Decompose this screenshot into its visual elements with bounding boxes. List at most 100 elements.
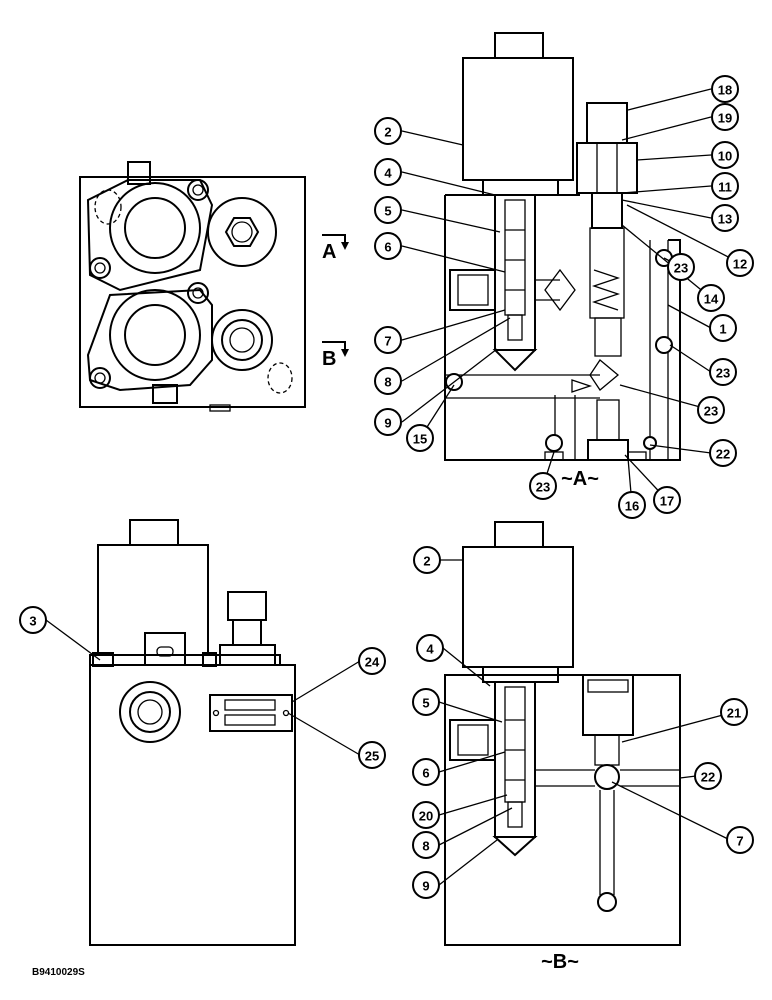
section-b-view: ~B~ — [444, 521, 681, 973]
callout-circle — [358, 741, 386, 769]
callout-16: 16 — [618, 491, 646, 519]
callout-number: 17 — [660, 494, 674, 509]
callout-number: 10 — [718, 149, 732, 164]
callout-number: 24 — [365, 655, 380, 670]
callout-circle — [711, 75, 739, 103]
callout-8: 8 — [412, 831, 440, 859]
callout-circle — [412, 801, 440, 829]
callout-circle — [19, 606, 47, 634]
callout-circle — [412, 688, 440, 716]
callout-number: 25 — [365, 749, 379, 764]
section-b-arrow: B — [322, 341, 349, 370]
callout-number: 23 — [716, 366, 730, 381]
callout-8: 8 — [374, 367, 402, 395]
callout-number: 5 — [384, 204, 391, 219]
callout-24: 24 — [358, 647, 386, 675]
callout-circle — [412, 871, 440, 899]
callout-circle — [697, 396, 725, 424]
callout-circle — [618, 491, 646, 519]
callout-11: 11 — [711, 172, 739, 200]
callout-number: 21 — [727, 706, 741, 721]
callout-circle — [529, 472, 557, 500]
callout-circle — [709, 439, 737, 467]
callout-13: 13 — [711, 204, 739, 232]
callout-23: 23 — [529, 472, 557, 500]
section-a-view: ~A~ — [444, 32, 681, 490]
callout-circle — [374, 408, 402, 436]
callout-circle — [711, 172, 739, 200]
callout-2: 2 — [374, 117, 402, 145]
callout-number: 7 — [384, 334, 391, 349]
callout-circle — [711, 141, 739, 169]
callout-circle — [374, 232, 402, 260]
callout-20: 20 — [412, 801, 440, 829]
callout-circle — [694, 762, 722, 790]
callout-6: 6 — [412, 758, 440, 786]
callout-number: 5 — [422, 696, 429, 711]
callout-number: 16 — [625, 499, 639, 514]
callout-number: 9 — [384, 416, 391, 431]
callout-circle — [726, 249, 754, 277]
callout-12: 12 — [726, 249, 754, 277]
callout-23: 23 — [667, 253, 695, 281]
callout-number: 4 — [384, 166, 392, 181]
callout-7: 7 — [726, 826, 754, 854]
callout-circle — [374, 196, 402, 224]
callout-number: 3 — [29, 614, 36, 629]
callout-23: 23 — [697, 396, 725, 424]
callout-number: 4 — [426, 642, 434, 657]
callout-2: 2 — [413, 546, 441, 574]
callout-circle — [711, 103, 739, 131]
callout-number: 6 — [384, 240, 391, 255]
callout-circle — [711, 204, 739, 232]
callout-3: 3 — [19, 606, 47, 634]
callout-circle — [709, 314, 737, 342]
callout-circle — [412, 758, 440, 786]
callout-circle — [374, 326, 402, 354]
callout-6: 6 — [374, 232, 402, 260]
callout-circle — [374, 117, 402, 145]
top-view-valve-block — [79, 161, 306, 412]
callout-circle — [697, 284, 725, 312]
callout-number: 22 — [701, 770, 715, 785]
callout-circle — [653, 486, 681, 514]
callout-circle — [374, 367, 402, 395]
callout-number: 14 — [704, 292, 719, 307]
callout-circle — [374, 158, 402, 186]
callout-group-bottom-left: 3 24 25 — [19, 606, 386, 769]
callout-4: 4 — [416, 634, 444, 662]
callout-circle — [358, 647, 386, 675]
callout-10: 10 — [711, 141, 739, 169]
leader-lines — [45, 88, 741, 886]
callout-number: 8 — [384, 375, 391, 390]
callout-number: 13 — [718, 212, 732, 227]
callout-number: 19 — [718, 111, 732, 126]
section-a-arrow-label: A — [322, 241, 336, 263]
callout-circle — [416, 634, 444, 662]
callout-number: 2 — [384, 125, 391, 140]
section-a-arrow: A — [322, 234, 349, 263]
drawing-code: B9410029S — [32, 967, 85, 978]
callout-number: 1 — [719, 322, 726, 337]
callout-circle — [667, 253, 695, 281]
callout-21: 21 — [720, 698, 748, 726]
callout-14: 14 — [697, 284, 725, 312]
callout-number: 12 — [733, 257, 747, 272]
callout-number: 8 — [422, 839, 429, 854]
callout-22: 22 — [709, 439, 737, 467]
callout-5: 5 — [374, 196, 402, 224]
callout-18: 18 — [711, 75, 739, 103]
callout-number: 2 — [423, 554, 430, 569]
callout-number: 15 — [413, 432, 427, 447]
section-b-arrow-label: B — [322, 348, 336, 370]
callout-1: 1 — [709, 314, 737, 342]
callout-7: 7 — [374, 326, 402, 354]
callout-number: 7 — [736, 834, 743, 849]
callout-circle — [413, 546, 441, 574]
section-a-title: ~A~ — [561, 468, 599, 490]
callout-number: 23 — [536, 480, 550, 495]
callout-number: 23 — [704, 404, 718, 419]
side-view-valve-block — [89, 519, 296, 946]
